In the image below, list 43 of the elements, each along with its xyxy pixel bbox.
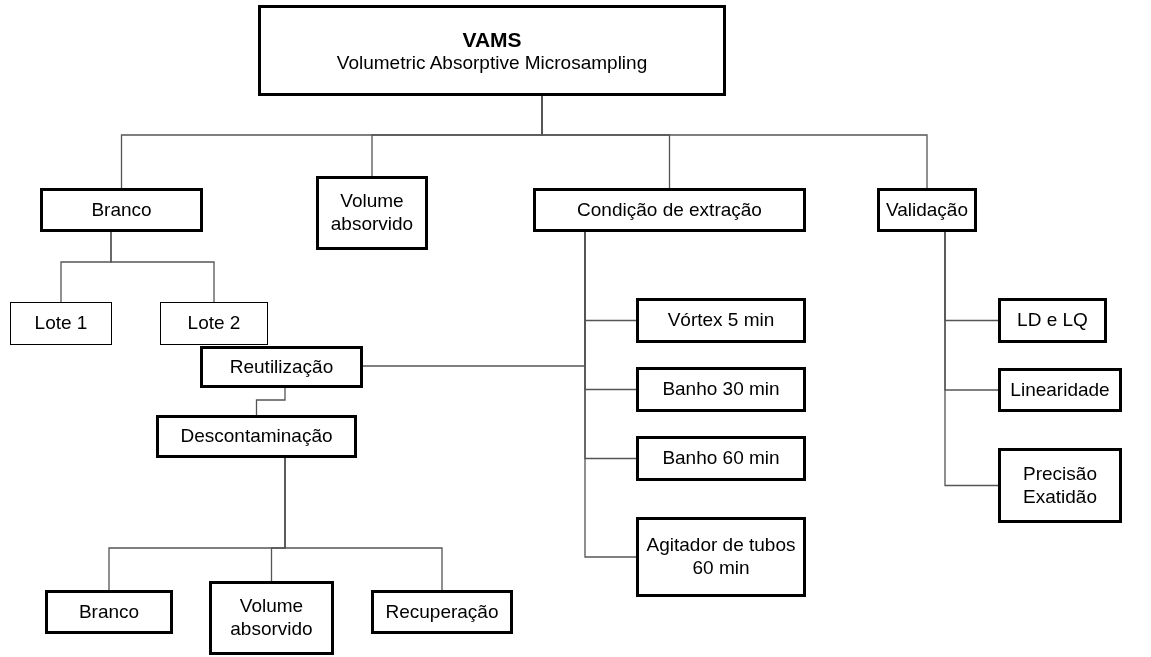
box-label: Precisão Exatidão bbox=[1022, 462, 1098, 509]
box-label: Lote 1 bbox=[34, 312, 88, 335]
box-label: Branco bbox=[91, 198, 152, 222]
box-label: Agitador de tubos 60 min bbox=[645, 534, 797, 580]
connector-line bbox=[110, 231, 215, 303]
box bbox=[998, 368, 1122, 412]
box bbox=[45, 590, 173, 634]
box-label: Volume absorvido bbox=[229, 595, 314, 641]
box-label: Validação bbox=[885, 198, 968, 222]
box bbox=[316, 176, 428, 250]
box-label: Linearidade bbox=[1010, 378, 1110, 402]
box bbox=[209, 581, 334, 655]
box-text: Volumetric Absorptive Microsampling bbox=[336, 51, 648, 75]
box bbox=[636, 436, 806, 481]
box bbox=[533, 188, 806, 232]
box-label: Banho 30 min bbox=[662, 378, 780, 401]
box-label: Condição de extração bbox=[577, 198, 762, 222]
box bbox=[160, 302, 268, 345]
box-label: Vórtex 5 min bbox=[667, 309, 775, 332]
box-label: Banho 60 min bbox=[662, 447, 780, 470]
box bbox=[998, 448, 1122, 523]
box bbox=[371, 590, 513, 634]
connector-line bbox=[944, 231, 999, 487]
connector-line bbox=[284, 457, 443, 591]
box-label: Volume absorvido bbox=[329, 190, 415, 236]
box bbox=[200, 346, 363, 388]
box bbox=[998, 298, 1107, 343]
box-heading: VAMS bbox=[462, 26, 522, 52]
box-label: Branco bbox=[78, 600, 140, 624]
box bbox=[636, 517, 806, 597]
connector-line bbox=[255, 387, 286, 416]
box bbox=[40, 188, 203, 232]
box-label: Lote 2 bbox=[187, 312, 241, 335]
box bbox=[10, 302, 112, 345]
box-label: LD e LQ bbox=[1017, 309, 1088, 332]
box-label: Recuperação bbox=[385, 600, 499, 624]
box bbox=[636, 367, 806, 412]
box bbox=[156, 415, 357, 458]
box-label: Reutilização bbox=[229, 355, 334, 379]
box bbox=[258, 5, 726, 96]
box bbox=[636, 298, 806, 343]
box-label: Descontaminação bbox=[180, 425, 333, 448]
box bbox=[877, 188, 977, 232]
